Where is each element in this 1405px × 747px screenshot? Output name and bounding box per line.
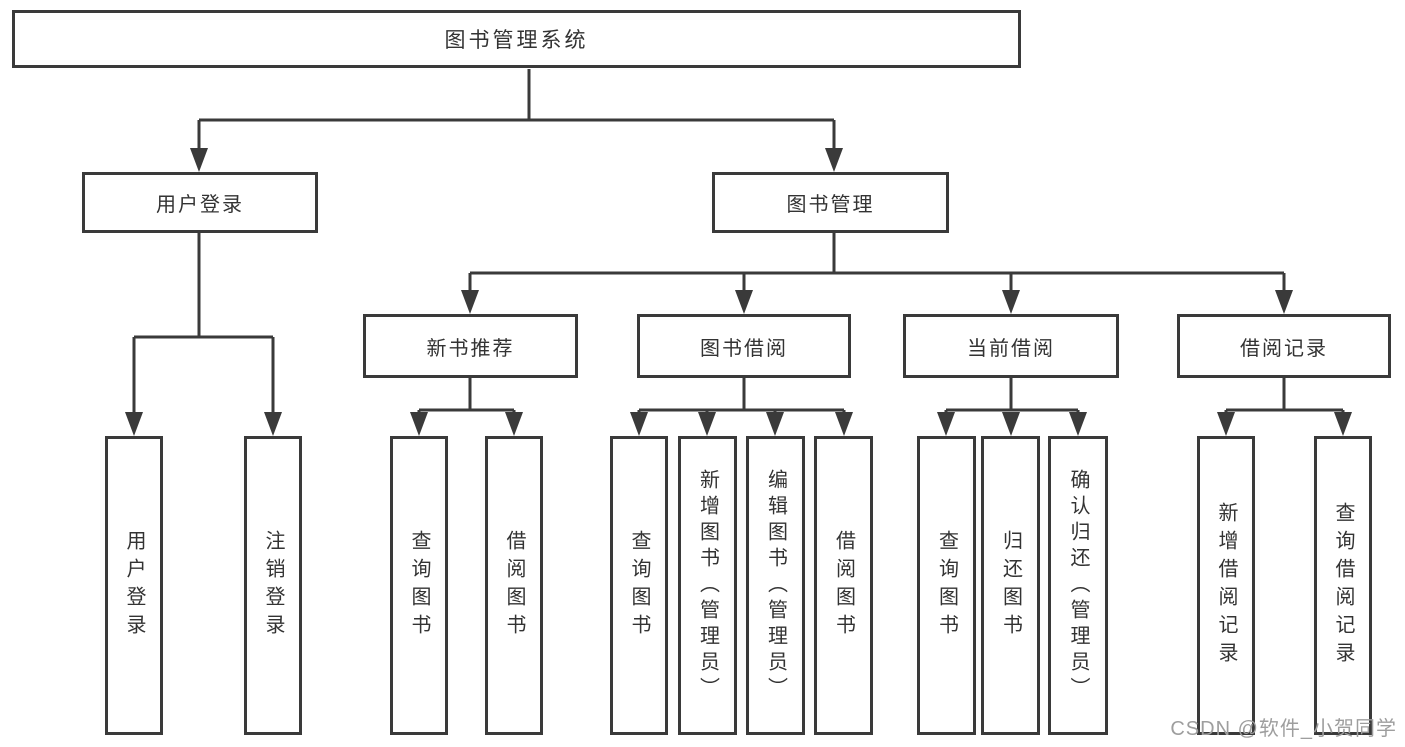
- node-label: 用户登录: [123, 529, 145, 642]
- node-book-management: 图书管理: [712, 172, 949, 233]
- node-label: 借阅图书: [832, 529, 855, 642]
- node-label: 用户登录: [156, 194, 244, 216]
- node-label: 查询图书: [628, 529, 650, 642]
- node-current-borrowing: 当前借阅: [903, 314, 1119, 378]
- leaf-user-login: 用户登录: [105, 436, 163, 735]
- node-label: 查询图书: [408, 529, 430, 642]
- node-label: 借阅图书: [503, 529, 525, 642]
- leaf-edit-books-admin: 编辑图书（管理员）: [746, 436, 805, 735]
- leaf-query-borrow-record: 查询借阅记录: [1314, 436, 1372, 735]
- node-label: 图书管理系统: [444, 29, 589, 52]
- leaf-borrow-books-recommend: 借阅图书: [485, 436, 543, 735]
- node-label: 编辑图书（管理员）: [764, 468, 787, 703]
- leaf-confirm-return-admin: 确认归还（管理员）: [1048, 436, 1108, 735]
- leaf-query-books-borrowing: 查询图书: [610, 436, 668, 735]
- leaf-return-books: 归还图书: [981, 436, 1040, 735]
- node-label: 新增借阅记录: [1215, 501, 1237, 670]
- node-label: 新书推荐: [426, 337, 515, 360]
- leaf-add-books-admin: 新增图书（管理员）: [678, 436, 737, 735]
- node-label: 查询图书: [935, 529, 958, 642]
- leaf-borrow-books: 借阅图书: [814, 436, 873, 735]
- node-label: 新增图书（管理员）: [696, 468, 719, 703]
- node-label: 归还图书: [999, 529, 1022, 642]
- arrowhead-icons: [125, 148, 1352, 436]
- node-label: 当前借阅: [967, 337, 1055, 360]
- watermark: CSDN @软件_小贺同学: [1170, 718, 1397, 740]
- leaf-query-books-current: 查询图书: [917, 436, 976, 735]
- node-user-login: 用户登录: [82, 172, 318, 233]
- node-borrow-records: 借阅记录: [1177, 314, 1391, 378]
- leaf-query-books-recommend: 查询图书: [390, 436, 448, 735]
- leaf-logout: 注销登录: [244, 436, 302, 735]
- node-library-management-system: 图书管理系统: [12, 10, 1021, 68]
- node-book-borrowing: 图书借阅: [637, 314, 851, 378]
- node-label: 借阅记录: [1240, 337, 1328, 360]
- node-label: 确认归还（管理员）: [1067, 468, 1089, 703]
- node-label: 注销登录: [262, 529, 284, 642]
- node-label: 图书借阅: [700, 337, 788, 360]
- node-label: 查询借阅记录: [1332, 501, 1354, 670]
- leaf-add-borrow-record: 新增借阅记录: [1197, 436, 1255, 735]
- node-label: 图书管理: [786, 194, 875, 216]
- node-new-book-recommend: 新书推荐: [363, 314, 578, 378]
